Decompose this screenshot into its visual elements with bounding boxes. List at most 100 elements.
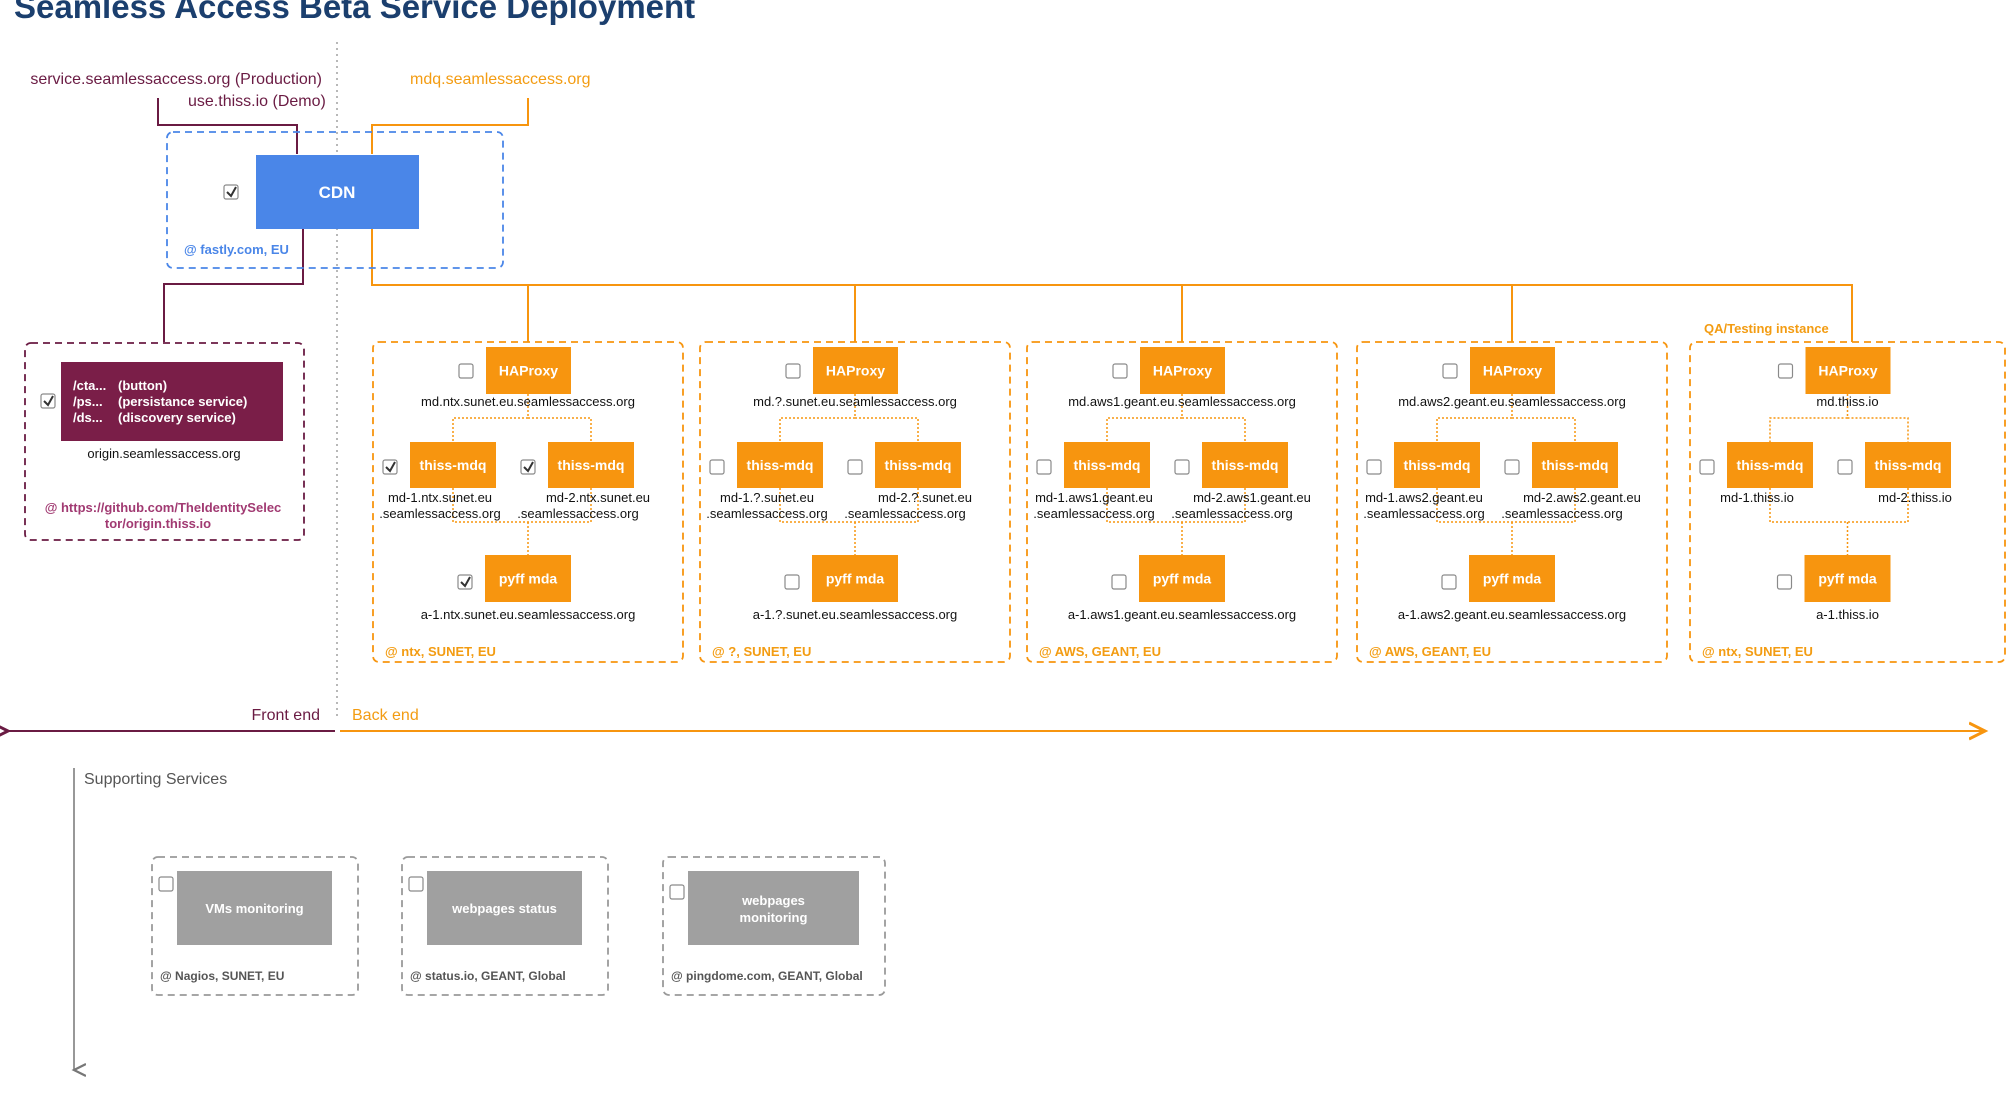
cluster-1-mdq2-checkbox[interactable] <box>520 459 536 475</box>
cluster-5-ha-mdq1-link <box>1769 394 1849 442</box>
front-end-label: Front end <box>252 707 320 724</box>
cluster-3-mda-checkbox[interactable] <box>1111 574 1127 590</box>
cluster-1-mdq2-node-label: thiss-mdq <box>558 457 625 473</box>
cluster-3-haproxy-node-label: HAProxy <box>1153 363 1212 379</box>
support-service-1-checkbox[interactable] <box>158 876 174 892</box>
cluster-4-mdq1-host1: md-1.aws2.geant.eu <box>1365 490 1483 505</box>
cluster-5-mdq1-node[interactable] <box>1727 442 1813 488</box>
cluster-2-region <box>699 341 1011 663</box>
cluster-5-mdq1-checkbox[interactable] <box>1699 459 1715 475</box>
support-service-2-region <box>401 856 609 996</box>
cluster-2-location: @ ?, SUNET, EU <box>712 644 811 659</box>
cluster-3-mdq2-checkbox[interactable] <box>1174 459 1190 475</box>
cluster-1-mdq2-node[interactable] <box>548 442 634 488</box>
cluster-4-haproxy-node[interactable] <box>1470 347 1555 394</box>
origin-node[interactable] <box>61 362 283 441</box>
cluster-3-mdq2-node[interactable] <box>1202 442 1288 488</box>
cluster-2-haproxy-node-label: HAProxy <box>826 363 885 379</box>
cluster-1-mdq1-node[interactable] <box>410 442 496 488</box>
support-service-2-node[interactable] <box>427 871 582 945</box>
cluster-1-mda-node[interactable] <box>485 555 571 602</box>
cdn-node[interactable] <box>256 155 419 229</box>
cluster-drop-lines <box>527 285 1513 342</box>
origin-path-ds: /ds... <box>73 410 103 425</box>
cluster-2-mdq2-node[interactable] <box>875 442 961 488</box>
cluster-2-haproxy-checkbox[interactable] <box>785 363 801 379</box>
cluster-3-mdq2-node-label: thiss-mdq <box>1212 457 1279 473</box>
cluster-5-mda-checkbox[interactable] <box>1776 574 1793 590</box>
cdn-location: @ fastly.com, EU <box>184 242 289 257</box>
cluster-1-mdq2-host2: .seamlessaccess.org <box>517 506 638 521</box>
cluster-4-mdq2-node[interactable] <box>1532 442 1618 488</box>
cluster-1-haproxy-host: md.ntx.sunet.eu.seamlessaccess.org <box>421 394 635 409</box>
cluster-2-mdq1-checkbox[interactable] <box>709 459 725 475</box>
origin-location-line1: @ https://github.com/TheIdentitySelec <box>45 500 282 515</box>
support-service-2-label: webpages status <box>451 901 557 916</box>
cluster-4-ha-mdq1-link <box>1436 394 1513 442</box>
cluster-5-mda-node[interactable] <box>1804 555 1891 602</box>
cluster-3-mda-node[interactable] <box>1139 555 1225 602</box>
cluster-5-mdq2-node[interactable] <box>1865 442 1951 488</box>
cdn-origin-connector <box>163 228 304 342</box>
support-service-2-checkbox[interactable] <box>408 876 424 892</box>
cluster-5-mdq2-host1: md-2.thiss.io <box>1878 490 1952 505</box>
cluster-4-mdq1-checkbox[interactable] <box>1366 459 1382 475</box>
cluster-5-ha-mdq2-link <box>1847 417 1909 442</box>
supporting-services-title: Supporting Services <box>84 771 227 788</box>
cluster-4-mda-host: a-1.aws2.geant.eu.seamlessaccess.org <box>1398 607 1626 622</box>
cluster-5-haproxy-checkbox[interactable] <box>1777 363 1794 379</box>
cluster-1-haproxy-checkbox[interactable] <box>458 363 474 379</box>
support-service-1-node[interactable] <box>177 871 332 945</box>
origin-location-line2: tor/origin.thiss.io <box>105 516 211 531</box>
cluster-2-mda-checkbox[interactable] <box>784 574 800 590</box>
cluster-3-ha-mdq1-link <box>1106 394 1183 442</box>
cluster-5-location: @ ntx, SUNET, EU <box>1702 644 1813 659</box>
cluster-2-mdq2-host1: md-2.?.sunet.eu <box>878 490 972 505</box>
cluster-1-mdq1-checkbox[interactable] <box>382 459 398 475</box>
cluster-2-haproxy-node[interactable] <box>813 347 898 394</box>
cluster-2-haproxy-host: md.?.sunet.eu.seamlessaccess.org <box>753 394 957 409</box>
cluster-4-mdq-bottom-link <box>1436 488 1576 523</box>
cluster-1-mda-node-label: pyff mda <box>499 571 558 587</box>
cluster-2-mda-node[interactable] <box>812 555 898 602</box>
support-service-3-checkbox[interactable] <box>669 884 685 900</box>
cluster-1-mda-checkbox[interactable] <box>457 574 473 590</box>
cluster-4-mda-checkbox[interactable] <box>1441 574 1457 590</box>
cluster-2-mdq2-checkbox[interactable] <box>847 459 863 475</box>
support-service-1-location: @ Nagios, SUNET, EU <box>160 969 284 983</box>
cluster-3: HAProxymd.aws1.geant.eu.seamlessaccess.o… <box>1026 341 1338 663</box>
cluster-2-mdq-bottom-link <box>779 488 919 523</box>
cluster-3-haproxy-checkbox[interactable] <box>1112 363 1128 379</box>
cdn-checkbox[interactable] <box>223 184 239 200</box>
cluster-2-mdq1-node[interactable] <box>737 442 823 488</box>
support-service-2-location: @ status.io, GEANT, Global <box>410 969 566 983</box>
cluster-5-mdq-bottom-link <box>1769 488 1909 523</box>
cdn-node-label: CDN <box>319 183 356 202</box>
cluster-4-mdq1-node[interactable] <box>1394 442 1480 488</box>
cluster-4-haproxy-checkbox[interactable] <box>1442 363 1458 379</box>
cluster-2-mdq1-node-label: thiss-mdq <box>747 457 814 473</box>
cluster-5-haproxy-host: md.thiss.io <box>1816 394 1878 409</box>
cluster-5-haproxy-node[interactable] <box>1805 347 1891 394</box>
cdn-region <box>166 131 504 269</box>
mdq-connector <box>371 98 529 154</box>
cluster-3-haproxy-node[interactable] <box>1140 347 1225 394</box>
cluster-1-ha-mdq1-link <box>452 394 529 442</box>
cluster-2-ha-mdq2-link <box>855 417 919 442</box>
cluster-3-ha-mdq2-link <box>1182 417 1246 442</box>
origin-checkbox[interactable] <box>40 393 56 409</box>
cluster-4-mda-node[interactable] <box>1469 555 1555 602</box>
cluster-3-mdq2-host1: md-2.aws1.geant.eu <box>1193 490 1311 505</box>
support-service-3-node[interactable] <box>688 871 859 945</box>
cluster-1-mda-host: a-1.ntx.sunet.eu.seamlessaccess.org <box>421 607 636 622</box>
cluster-2-ha-mdq1-link <box>779 394 856 442</box>
cluster-3-mda-host: a-1.aws1.geant.eu.seamlessaccess.org <box>1068 607 1296 622</box>
cluster-5-mdq2-checkbox[interactable] <box>1837 459 1853 475</box>
cluster-1-haproxy-node[interactable] <box>486 347 571 394</box>
cluster-5-mdq1-host1: md-1.thiss.io <box>1720 490 1794 505</box>
cluster-2-mda-host: a-1.?.sunet.eu.seamlessaccess.org <box>753 607 958 622</box>
cluster-3-mdq1-checkbox[interactable] <box>1036 459 1052 475</box>
cluster-3-mdq1-node[interactable] <box>1064 442 1150 488</box>
origin-path-ps: /ps... <box>73 394 103 409</box>
cluster-4-mdq2-checkbox[interactable] <box>1504 459 1520 475</box>
